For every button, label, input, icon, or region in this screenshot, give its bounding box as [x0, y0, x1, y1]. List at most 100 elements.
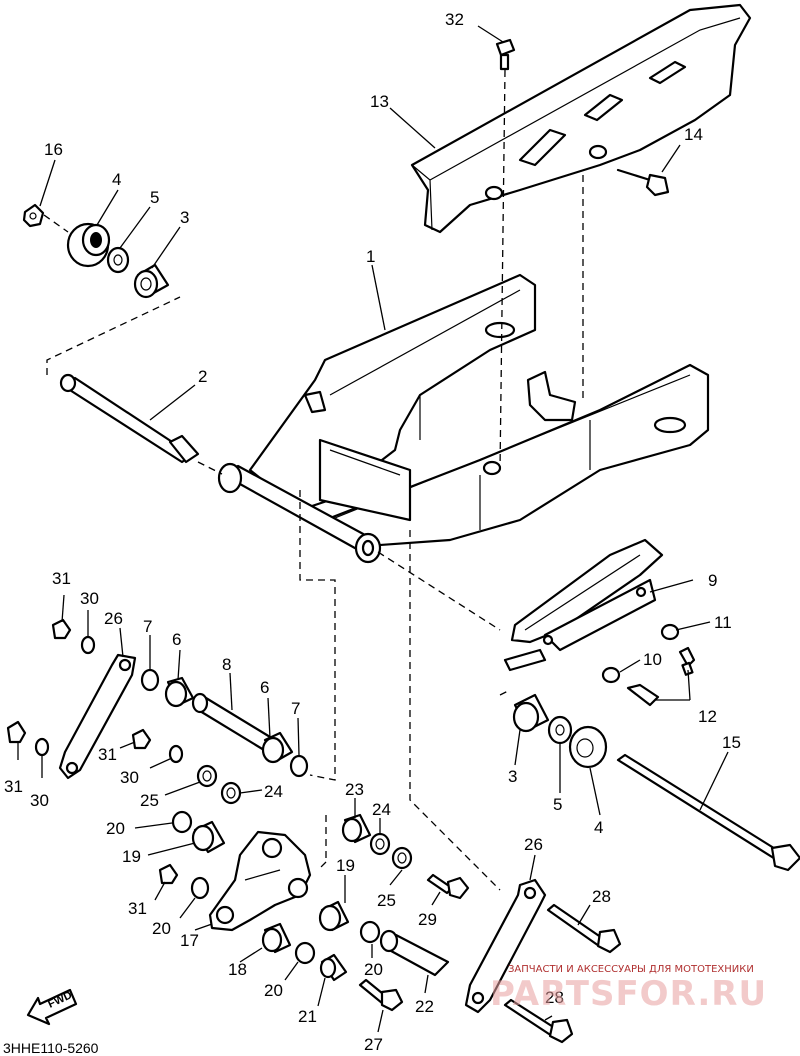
callout-8: 8	[222, 655, 231, 674]
callout-16: 16	[44, 140, 63, 159]
drawing-code: 3HHE110-5260	[3, 1040, 99, 1056]
callout-23: 23	[345, 780, 364, 799]
callout-5-lower: 5	[553, 795, 562, 814]
washer-5-lower	[547, 715, 573, 745]
callout-3-upper: 3	[180, 208, 189, 227]
chain-case-13	[410, 3, 752, 234]
collar-8	[191, 692, 277, 752]
callout-9: 9	[708, 571, 717, 590]
callout-21: 21	[298, 1007, 317, 1026]
callout-12: 12	[698, 707, 717, 726]
seal-20-d	[294, 941, 316, 965]
callout-31-a: 31	[52, 569, 71, 588]
callout-leaders	[17, 25, 729, 1033]
connecting-rod-26-left	[58, 653, 137, 780]
callout-5-upper: 5	[150, 188, 159, 207]
callout-27: 27	[364, 1035, 383, 1054]
collar-21	[319, 953, 348, 982]
washer-30-b	[34, 737, 50, 757]
callout-20-a: 20	[106, 819, 125, 838]
bushing-19-right	[318, 900, 350, 932]
watermark: PARTSFOR.RU ЗАПЧАСТИ И АКСЕССУАРЫ ДЛЯ МО…	[490, 964, 767, 1014]
callout-31-d: 31	[128, 899, 147, 918]
callout-11: 11	[714, 613, 732, 632]
washer-30-a	[80, 635, 96, 655]
callout-14: 14	[684, 125, 703, 144]
callout-31-c: 31	[98, 745, 117, 764]
callout-3-lower: 3	[508, 767, 517, 786]
callout-22: 22	[415, 997, 434, 1016]
callout-18: 18	[228, 960, 247, 979]
callout-24-a: 24	[264, 782, 283, 801]
washer-7-right	[289, 754, 309, 778]
seal-24-b	[369, 832, 391, 856]
pivot-shaft-2	[59, 373, 200, 464]
callout-30-b: 30	[30, 791, 49, 810]
callout-20-b: 20	[152, 919, 171, 938]
callout-19-left: 19	[122, 847, 141, 866]
bushing-3-lower	[512, 693, 550, 733]
bushing-6-left	[164, 676, 195, 708]
bolt-27	[358, 978, 404, 1012]
collar-11	[660, 623, 680, 641]
callout-20-c: 20	[364, 960, 383, 979]
seal-20-a	[171, 810, 193, 834]
bushing-18	[261, 922, 292, 954]
relay-arm-17	[208, 830, 312, 932]
callout-19-right: 19	[336, 856, 355, 875]
callout-26-left: 26	[104, 609, 123, 628]
bolt-28-b	[503, 998, 574, 1044]
nut-31-b	[6, 720, 27, 744]
callout-6-left: 6	[172, 630, 181, 649]
bushing-19-left	[191, 820, 226, 854]
nut-16	[22, 203, 45, 228]
callout-7-right: 7	[291, 699, 300, 718]
callout-28-a: 28	[592, 887, 611, 906]
callout-1: 1	[366, 247, 375, 266]
callout-31-b: 31	[4, 777, 23, 796]
seal-24-a	[220, 781, 242, 805]
swingarm-1	[217, 273, 710, 564]
callout-20-d: 20	[264, 981, 283, 1000]
oil-seal-4-upper	[66, 222, 111, 268]
callout-13: 13	[370, 92, 389, 111]
collar-22	[379, 929, 450, 977]
nut-31-c	[131, 728, 152, 750]
seal-25-b	[391, 846, 413, 870]
bushing-6-right	[261, 731, 294, 764]
callout-25-b: 25	[377, 891, 396, 910]
nut-31-d	[158, 863, 179, 885]
washer-30-c	[168, 744, 184, 764]
callout-15: 15	[722, 733, 741, 752]
bushing-23	[341, 813, 372, 844]
callout-32: 32	[445, 10, 464, 29]
forward-arrow: FWD	[26, 988, 78, 1026]
callout-4-lower: 4	[594, 818, 603, 837]
chain-guide-9	[503, 538, 664, 672]
callout-7-left: 7	[143, 617, 152, 636]
bolt-28-a	[546, 903, 622, 954]
watermark-site: PARTSFOR.RU	[490, 974, 767, 1014]
callout-4-upper: 4	[112, 170, 121, 189]
bolt-14	[616, 168, 670, 197]
washer-10	[601, 666, 621, 684]
watermark-caption: ЗАПЧАСТИ И АКСЕССУАРЫ ДЛЯ МОТОТЕХНИКИ	[508, 964, 754, 975]
connecting-rod-26-right	[464, 878, 547, 1014]
callout-30-c: 30	[120, 768, 139, 787]
seal-20-b	[190, 876, 210, 900]
assembly-lines	[43, 69, 584, 891]
seal-20-c	[359, 920, 381, 944]
callout-10: 10	[643, 650, 662, 669]
seal-25-a	[196, 764, 218, 788]
bolt-29	[426, 873, 470, 900]
washer-5-upper	[106, 246, 130, 274]
bolt-15	[616, 753, 800, 872]
callout-24-b: 24	[372, 800, 391, 819]
bolt-32	[495, 38, 516, 71]
bolts-12	[626, 646, 696, 707]
callout-2: 2	[198, 367, 207, 386]
callout-labels: 32 13 14 16 4 5 3 1 2 9 11 10 12 3 5 4 1…	[4, 10, 741, 1054]
callout-29: 29	[418, 910, 437, 929]
callout-6-right: 6	[260, 678, 269, 697]
